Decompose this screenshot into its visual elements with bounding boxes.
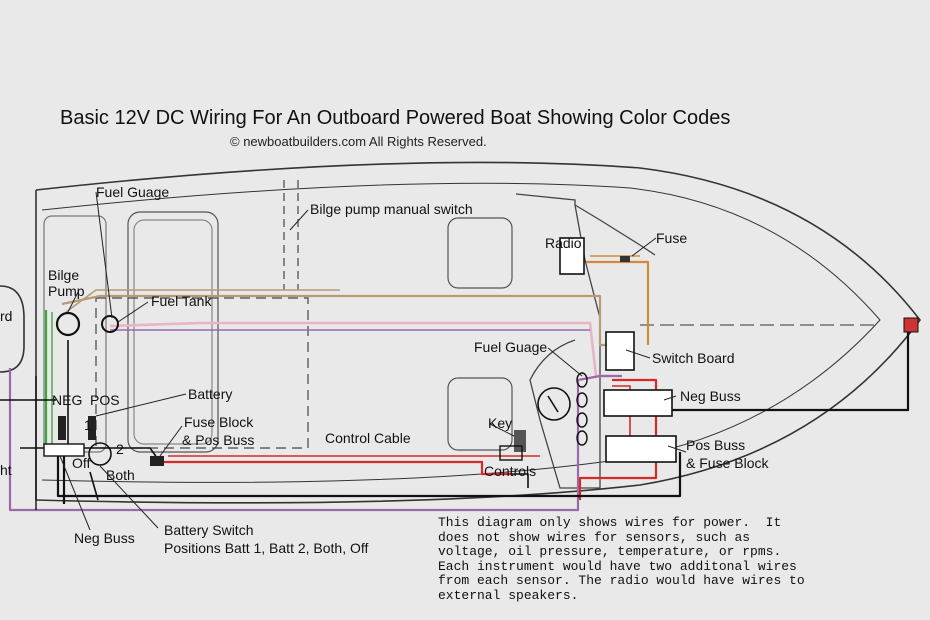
label-battery-switch-positions: Positions Batt 1, Batt 2, Both, Off (164, 540, 369, 556)
key-switch-icon (514, 430, 526, 452)
diagram-title: Basic 12V DC Wiring For An Outboard Powe… (60, 107, 730, 129)
label-switch-2: 2 (116, 441, 124, 457)
neg-buss-left-block (43, 443, 85, 457)
label-pos-buss-right: Pos Buss (686, 437, 745, 453)
gauge-icon (576, 372, 588, 388)
radio-icon (559, 237, 585, 275)
gauge-icon (576, 430, 588, 446)
label-switch-1: 1 (84, 417, 92, 433)
bilge-pump-icon (55, 311, 81, 337)
label-left-edge-ht: ht (0, 462, 12, 478)
label-battery-switch: Battery Switch (164, 522, 253, 538)
labels: Fuel Guage Bilge pump manual switch Radi… (0, 184, 769, 556)
label-neg: NEG (52, 392, 82, 408)
label-key: Key (488, 415, 512, 431)
controls-icon (499, 445, 523, 461)
label-switch-both: Both (106, 467, 135, 483)
battery-neg-terminal (58, 416, 66, 440)
label-pump: Pump (48, 283, 85, 299)
label-left-edge-rd: rd (0, 308, 12, 324)
label-fuse: Fuse (656, 230, 687, 246)
fuse-block-small (150, 456, 164, 466)
pos-buss-block (605, 435, 677, 463)
disclaimer-note: This diagram only shows wires for power.… (438, 515, 805, 603)
bow-light-icon (903, 317, 919, 333)
battery-pos-terminal (88, 416, 96, 440)
copyright-text: © newboatbuilders.com All Rights Reserve… (230, 134, 487, 149)
wires (0, 255, 910, 512)
label-radio: Radio (545, 235, 582, 251)
fuel-sender-icon (101, 315, 119, 333)
fuel-tank (95, 180, 309, 449)
label-fuel-guage-mid: Fuel Guage (474, 339, 547, 355)
interior-panels (43, 211, 513, 453)
gauge-large-icon (537, 387, 571, 421)
gauge-icon (576, 392, 588, 408)
label-control-cable: Control Cable (325, 430, 411, 446)
fuse-icon (620, 256, 630, 262)
label-pos: POS (90, 392, 120, 408)
label-pos-buss: & Pos Buss (182, 432, 254, 448)
label-bilge: Bilge (48, 267, 79, 283)
label-fuse-block-right: & Fuse Block (686, 455, 769, 471)
label-fuse-block: Fuse Block (184, 414, 254, 430)
console (515, 193, 656, 489)
label-fuel-tank: Fuel Tank (151, 293, 212, 309)
label-fuel-guage-top: Fuel Guage (96, 184, 169, 200)
label-neg-buss-right: Neg Buss (680, 388, 741, 404)
gauge-icon (576, 412, 588, 428)
label-controls: Controls (484, 463, 536, 479)
leader-lines (59, 191, 687, 531)
battery-switch-icon (88, 442, 112, 466)
label-neg-buss-left: Neg Buss (74, 530, 135, 546)
components (43, 237, 919, 466)
label-bilge-pump-switch: Bilge pump manual switch (310, 201, 473, 217)
label-switch-board: Switch Board (652, 350, 734, 366)
label-switch-off: Off (72, 455, 91, 471)
label-battery: Battery (188, 386, 232, 402)
neg-buss-right-block (603, 389, 673, 417)
